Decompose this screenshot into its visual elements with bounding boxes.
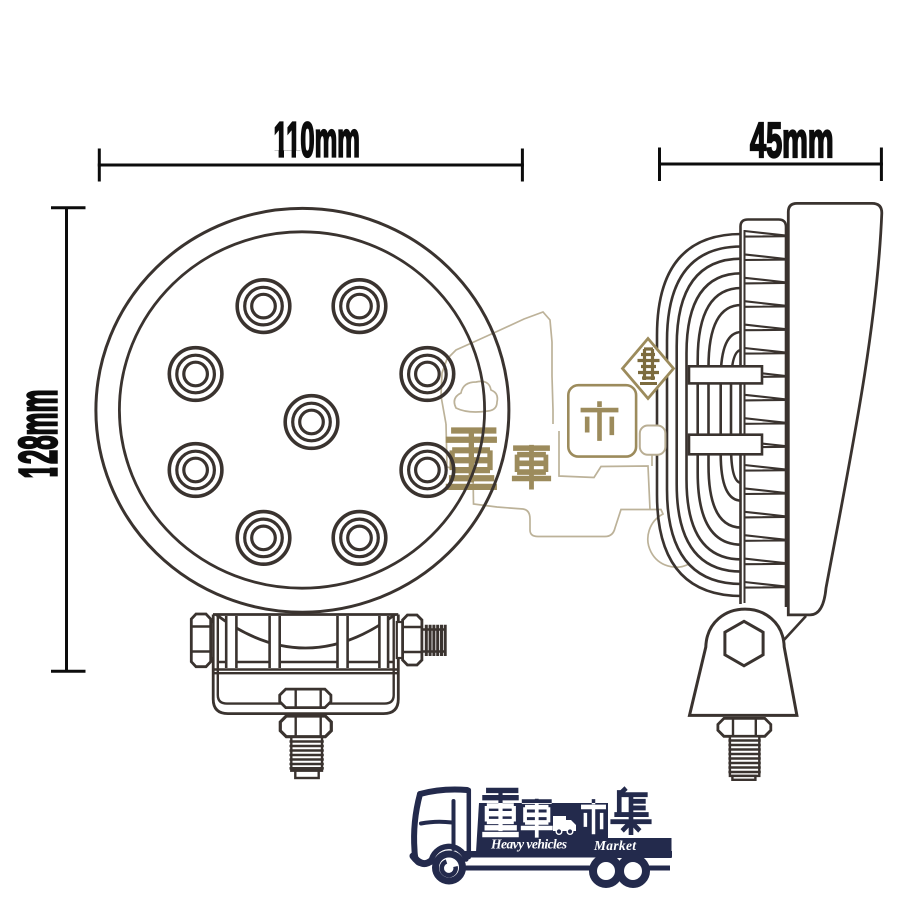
svg-text:128mm: 128mm	[8, 390, 68, 479]
svg-text:45mm: 45mm	[750, 113, 834, 168]
svg-text:Heavy vehicles: Heavy vehicles	[490, 837, 567, 852]
svg-text:110mm: 110mm	[274, 114, 360, 168]
svg-text:Market: Market	[593, 838, 637, 853]
